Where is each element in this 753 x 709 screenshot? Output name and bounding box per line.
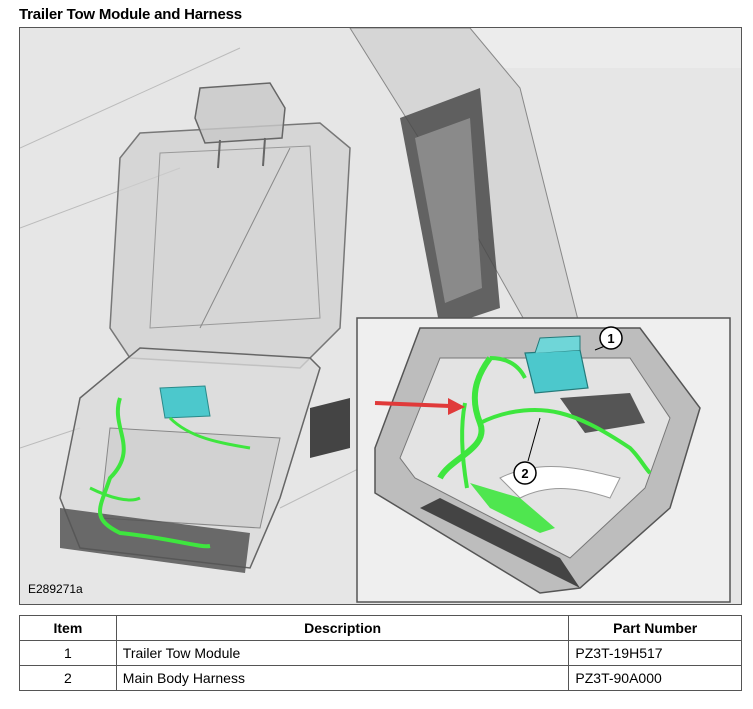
column-header-part-number: Part Number bbox=[568, 615, 742, 641]
seat-base bbox=[59, 347, 350, 573]
item-cell: 2 bbox=[19, 665, 117, 691]
description-cell: Main Body Harness bbox=[115, 665, 570, 691]
arrow-head-icon bbox=[448, 398, 465, 415]
column-header-item: Item bbox=[19, 615, 117, 641]
page-title: Trailer Tow Module and Harness bbox=[19, 6, 242, 23]
illustration: 1 2 E289271a bbox=[19, 27, 742, 605]
callout-1 bbox=[599, 326, 623, 350]
callout-2-label: 2 bbox=[521, 466, 528, 481]
seat-back bbox=[109, 82, 351, 369]
part-number-cell: PZ3T-90A000 bbox=[568, 665, 742, 691]
callout-1-label: 1 bbox=[607, 331, 614, 346]
table-row: 1 Trailer Tow Module PZ3T-19H517 bbox=[19, 640, 742, 666]
figure-id: E289271a bbox=[28, 582, 83, 596]
callout-2 bbox=[513, 461, 537, 485]
locator-arrow bbox=[374, 401, 451, 408]
vehicle-seat-illustration: 1 2 bbox=[20, 28, 741, 604]
part-number-cell: PZ3T-19H517 bbox=[568, 640, 742, 666]
table-header-row: Item Description Part Number bbox=[19, 615, 742, 641]
table-row: 2 Main Body Harness PZ3T-90A000 bbox=[19, 665, 742, 691]
column-header-description: Description bbox=[115, 615, 570, 641]
item-cell: 1 bbox=[19, 640, 117, 666]
description-cell: Trailer Tow Module bbox=[115, 640, 570, 666]
detail-inset bbox=[356, 317, 731, 603]
parts-table: Item Description Part Number 1 Trailer T… bbox=[19, 615, 742, 691]
